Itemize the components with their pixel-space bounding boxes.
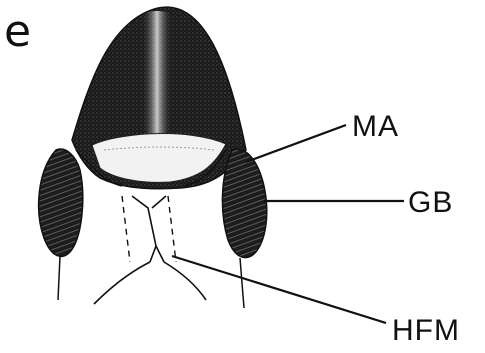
dome-structure (72, 7, 246, 189)
label-hfm: HFM (392, 314, 460, 347)
ma-leader-line (246, 125, 346, 162)
hfm-leader-line (172, 256, 386, 323)
label-ma: MA (352, 110, 399, 143)
label-gb: GB (408, 186, 453, 219)
hinge-structure (94, 196, 206, 304)
panel-letter: e (4, 6, 31, 57)
